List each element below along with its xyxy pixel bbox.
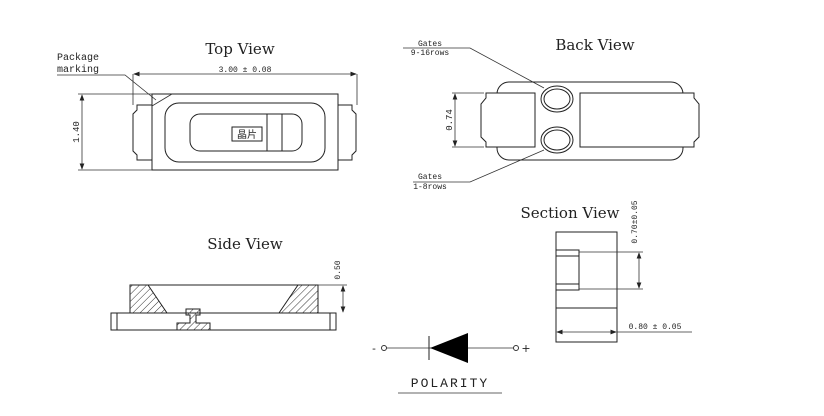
polarity-symbol: - + POLARITY [372,333,531,394]
chip-section [176,308,211,331]
package-marking-leader [57,74,157,101]
section-height-dimension: 0.70±0.05 [631,200,640,243]
left-tab [132,104,152,161]
polarity-label: POLARITY [411,376,489,391]
section-view-title: Section View [521,204,620,222]
top-view: Top View Package marking 3.00 ± 0.08 晶片 … [57,40,358,171]
minus-sign: - [372,342,376,355]
lens-outline [164,102,326,163]
back-view-title: Back View [555,36,634,54]
plus-sign: + [521,342,530,355]
section-width-dimension: 0.80 ± 0.05 [629,323,682,332]
package-marking-label: Package [57,52,99,64]
height-dimension: 1.40 [72,121,82,143]
top-view-title: Top View [205,40,274,58]
chip-label-box [231,126,263,142]
gate-pad-bottom [540,126,574,154]
width-dimension: 3.00 ± 0.08 [219,66,272,75]
back-height-dimension: 0.74 [445,109,455,131]
chip-cavity [189,113,303,152]
section-cavity [555,249,580,291]
side-height-dimension: 0.50 [334,260,343,279]
right-tab [338,104,357,161]
gates-top-label: Gates [418,40,442,49]
section-view: Section View 0.70±0.05 0.80 ± 0.05 [521,200,692,343]
section-body [555,231,618,343]
anode-pad [579,92,700,148]
gates-bottom-rows: 1-8rows [413,183,447,192]
cathode-pad [480,92,536,148]
gates-top-rows: 9-16rows [411,49,450,58]
chip-label: 晶片 [237,128,257,141]
back-view: Back View Gates 9-16rows Gates 1-8rows 0… [403,36,700,192]
package-body [151,93,339,171]
package-marking-label-2: marking [57,64,99,76]
gates-bottom-label: Gates [418,173,442,182]
diode-triangle [430,333,468,363]
base-plate [110,312,337,331]
side-view-title: Side View [207,235,283,253]
gate-pad-top [540,85,574,113]
side-view: Side View 0.50 [110,235,347,331]
